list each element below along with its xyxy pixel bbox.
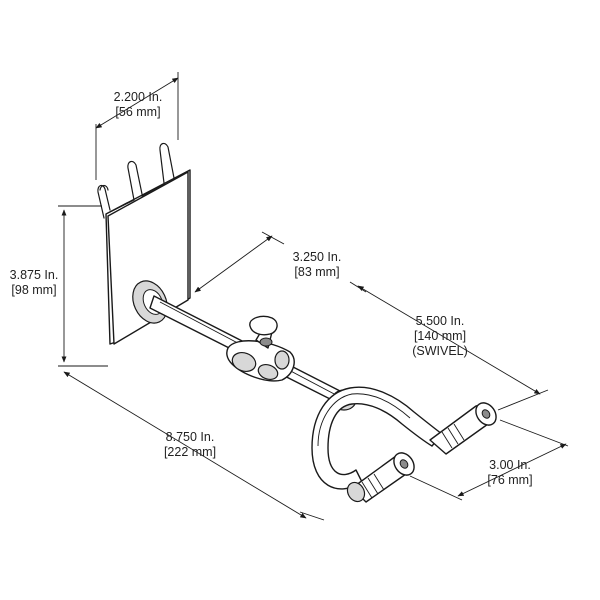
dimension-overall-in: 8.750 In.	[165, 430, 215, 444]
dimension-swivel: 5.500 In. [140 mm] (SWIVEL)	[390, 314, 490, 359]
dimension-yoke-width-mm: [76 mm]	[487, 473, 533, 487]
dimension-top-width-in: 2.200 In.	[113, 90, 163, 104]
dimension-top-width: 2.200 In. [56 mm]	[96, 90, 180, 120]
hook-center	[127, 160, 143, 201]
dimension-height-in: 3.875 In.	[9, 268, 59, 282]
dimension-swivel-mm: [140 mm]	[413, 329, 467, 343]
swivel-clamp	[226, 315, 295, 382]
extension-line-yoke-top	[499, 419, 569, 447]
thumb-screw-wing	[249, 315, 278, 336]
hook-right	[159, 142, 175, 184]
dimension-arm-offset-in: 3.250 In.	[292, 250, 342, 264]
dimension-overall-mm: [222 mm]	[163, 445, 217, 459]
dimension-line-overall	[63, 371, 307, 519]
extension-line-arm-offset	[261, 231, 285, 245]
dimension-yoke-width: 3.00 In. [76 mm]	[470, 458, 550, 488]
extension-line-yoke-bottom	[409, 475, 463, 501]
dimension-arm-offset-mm: [83 mm]	[294, 265, 340, 279]
extension-line-swivel-left	[349, 281, 367, 293]
dimension-line-arm-offset	[194, 235, 273, 293]
dimension-lines	[58, 72, 569, 521]
dimension-overall: 8.750 In. [222 mm]	[140, 430, 240, 460]
dimension-swivel-in: 5.500 In.	[415, 314, 465, 328]
dimension-top-width-mm: [56 mm]	[115, 105, 161, 119]
dimension-line-yoke-width	[457, 443, 567, 497]
dimension-line-swivel	[357, 285, 541, 395]
dimension-height: 3.875 In. [98 mm]	[4, 268, 64, 298]
dimension-yoke-width-in: 3.00 In.	[489, 458, 531, 472]
dimension-line-top-width	[95, 77, 179, 129]
yoke	[311, 386, 497, 503]
extension-line-overall	[299, 511, 325, 521]
hook-left	[97, 184, 111, 219]
dimension-arm-offset: 3.250 In. [83 mm]	[272, 250, 362, 280]
dimension-height-mm: [98 mm]	[11, 283, 57, 297]
extension-line-swivel-right	[497, 389, 549, 411]
dimension-swivel-note: (SWIVEL)	[412, 344, 468, 358]
